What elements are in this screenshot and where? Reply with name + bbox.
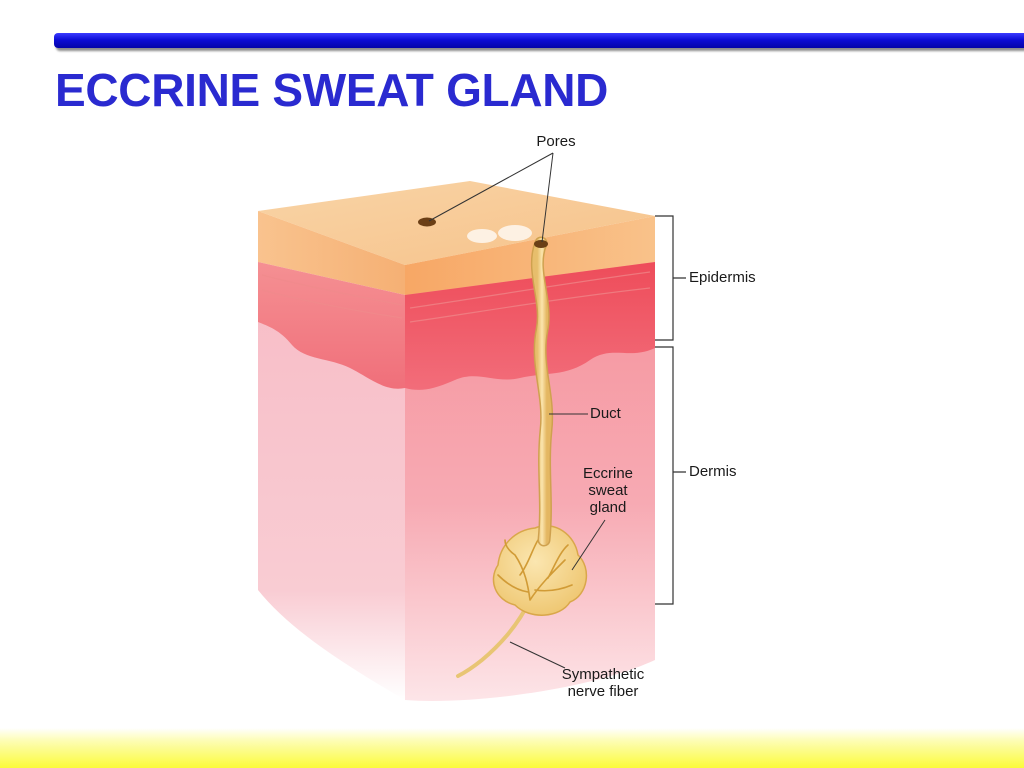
dermis-bracket bbox=[655, 346, 686, 605]
label-gland-line3: gland bbox=[589, 499, 627, 516]
label-nerve-line1: Sympathetic bbox=[561, 666, 645, 683]
surface-highlight bbox=[467, 229, 497, 243]
epidermis-front-face bbox=[405, 216, 655, 300]
epidermis-strata-lines bbox=[261, 271, 651, 323]
surface-highlight bbox=[498, 225, 532, 241]
label-epidermis: Epidermis bbox=[689, 269, 756, 286]
label-dermis: Dermis bbox=[689, 463, 737, 480]
papillary-layer-front bbox=[405, 262, 655, 390]
eccrine-gland bbox=[492, 525, 588, 616]
label-pores: Pores bbox=[536, 133, 576, 150]
footer-band bbox=[0, 728, 1024, 768]
epidermis-left-face bbox=[258, 211, 405, 295]
pore-duct-opening bbox=[534, 240, 548, 248]
gland-nerve-branches bbox=[497, 539, 573, 601]
skin-top-surface bbox=[258, 181, 655, 265]
label-gland-line1: Eccrine bbox=[582, 465, 634, 482]
label-nerve-line2: nerve fiber bbox=[567, 683, 639, 700]
sweat-duct-fill bbox=[532, 238, 552, 545]
gland-leader-line bbox=[571, 519, 606, 571]
epidermis-bracket bbox=[655, 215, 686, 341]
slide-title: ECCRINE SWEAT GLAND bbox=[55, 64, 609, 116]
title-accent-bar bbox=[54, 33, 1024, 48]
nerve-leader-line bbox=[509, 641, 566, 669]
nerve-fiber bbox=[456, 598, 532, 678]
label-gland-line2: sweat bbox=[588, 482, 628, 499]
label-duct: Duct bbox=[590, 405, 621, 422]
papillary-layer-left bbox=[258, 262, 405, 389]
pores-leader-lines bbox=[428, 152, 554, 243]
